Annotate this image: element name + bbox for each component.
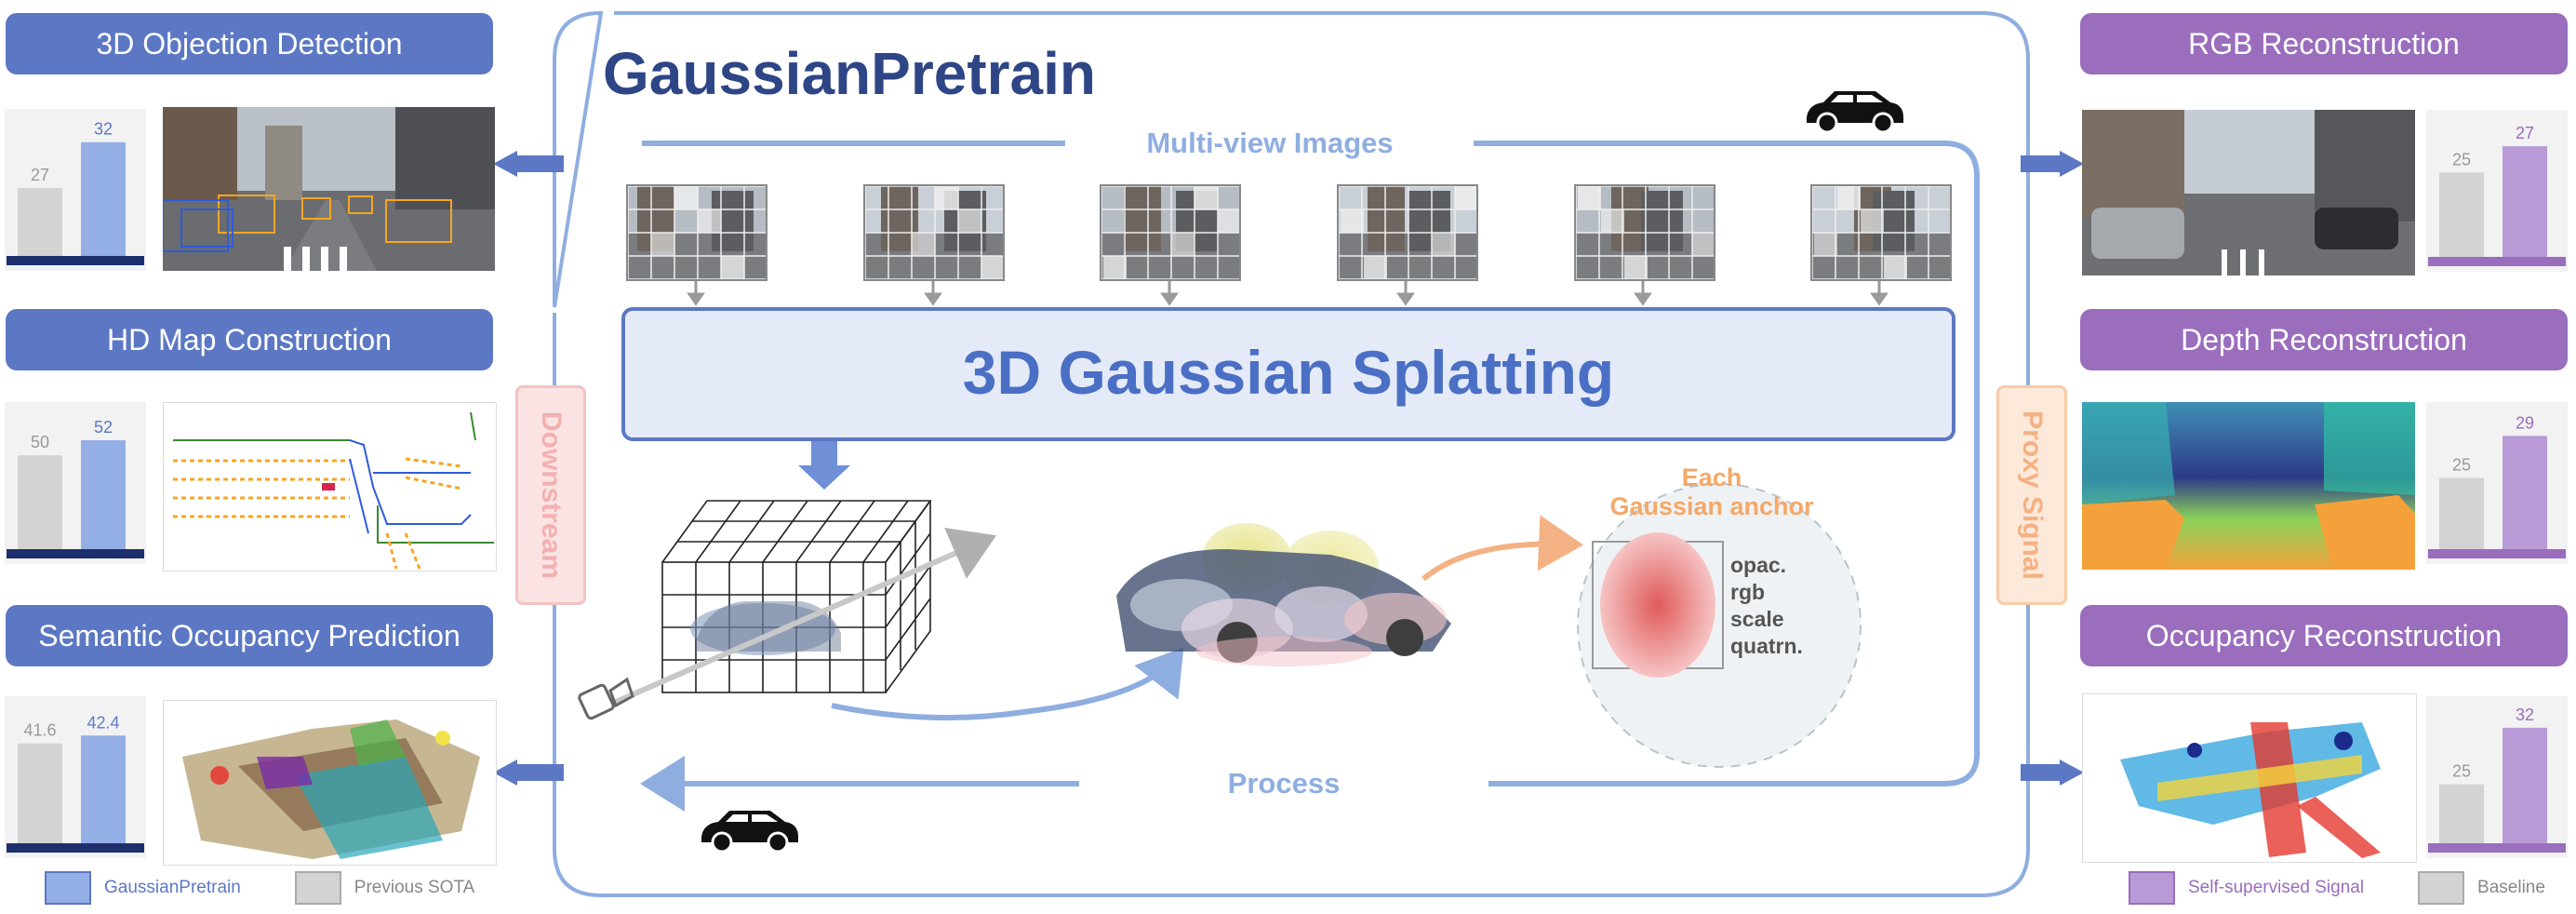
bar-ours: [81, 735, 126, 843]
task-label-semantic-occupancy: Semantic Occupancy Prediction: [6, 605, 493, 666]
bar-baseline: [2439, 172, 2484, 257]
hd-map-image: [163, 402, 497, 571]
bar-ours: [2503, 727, 2547, 843]
car-icon: [1807, 91, 1903, 134]
bar-baseline: [2439, 784, 2484, 843]
bar-ours: [81, 440, 126, 549]
chart-baseline: [2428, 257, 2566, 266]
page-title: GaussianPretrain: [603, 40, 1096, 107]
depth-image: [2082, 402, 2415, 570]
chart-baseline: [7, 256, 144, 265]
multiview-image: [1100, 184, 1241, 281]
multiview-image: [1810, 184, 1952, 281]
value-label-ours: 32: [94, 120, 113, 139]
bar-baseline: [2439, 477, 2484, 549]
chart-baseline: [7, 549, 144, 558]
legend-swatch-self-supervised: [2129, 871, 2175, 905]
bar-baseline: [18, 187, 62, 256]
task-label-hd-map: HD Map Construction: [6, 309, 493, 370]
camera-icon: [578, 677, 634, 720]
semantic-occupancy-image: [163, 700, 497, 866]
legend-label-ours: GaussianPretrain: [104, 878, 241, 897]
legend-swatch-prev: [294, 871, 341, 905]
rgb-image: [2082, 110, 2415, 276]
detection-image: [163, 107, 495, 271]
task-label-depth-reconstruction: Depth Reconstruction: [2080, 309, 2568, 370]
attr-quaternion: quatrn.: [1730, 634, 1803, 658]
comparison-chart-left-1: 50 52: [5, 402, 146, 564]
anchor-attrs: opac. rgb scale quatrn.: [1730, 552, 1803, 660]
task-label-occupancy-reconstruction: Occupancy Reconstruction: [2080, 605, 2568, 666]
downstream-badge: Downstream: [515, 385, 586, 605]
occupancy-image: [2082, 693, 2417, 863]
comparison-chart-left-0: 27 32: [5, 109, 146, 271]
value-label-ours: 32: [2516, 706, 2534, 724]
multiview-image: [1574, 184, 1715, 281]
splat-label: 3D Gaussian Splatting: [962, 338, 1615, 407]
value-label-baseline: 25: [2452, 150, 2471, 168]
legend-label-baseline: Baseline: [2477, 878, 2545, 897]
legend-swatch-ours: [45, 871, 91, 905]
value-label-ours: 42.4: [87, 713, 119, 732]
task-label-rgb-reconstruction: RGB Reconstruction: [2080, 13, 2568, 74]
legend-label-prev: Previous SOTA: [354, 878, 475, 897]
bar-ours: [81, 141, 126, 256]
comparison-chart-right-1: 25 29: [2426, 402, 2568, 564]
attr-scale: scale: [1730, 607, 1784, 631]
value-label-baseline: 41.6: [23, 721, 56, 740]
gaussian-car: [1116, 523, 1451, 666]
value-label-baseline: 50: [31, 433, 49, 451]
value-label-baseline: 27: [31, 166, 49, 184]
bar-ours: [2503, 436, 2547, 549]
attr-opacity: opac.: [1730, 553, 1787, 577]
legend-right: Self-supervised Signal Baseline: [2129, 871, 2545, 905]
bar-baseline: [18, 455, 62, 549]
multiview-image: [1337, 184, 1478, 281]
legend-swatch-baseline: [2418, 871, 2465, 905]
legend-label-self-supervised: Self-supervised Signal: [2188, 878, 2365, 897]
chart-baseline: [7, 843, 144, 853]
chart-baseline: [2428, 843, 2566, 853]
comparison-chart-right-0: 25 27: [2426, 110, 2568, 272]
multiview-label: Multi-view Images: [1146, 127, 1394, 159]
proxy-signal-badge: Proxy Signal: [1996, 385, 2067, 605]
process-label: Process: [1227, 767, 1341, 800]
multiview-image: [626, 184, 767, 281]
value-label-baseline: 25: [2452, 456, 2471, 475]
anchor-label: Each Gaussian anchor: [1572, 464, 1851, 521]
comparison-chart-left-2: 41.6 42.4: [5, 696, 146, 858]
car-icon: [701, 811, 798, 854]
value-label-ours: 29: [2516, 413, 2534, 432]
proxy-signal-label: Proxy Signal: [2017, 410, 2049, 580]
task-label-3d-detection: 3D Objection Detection: [6, 13, 493, 74]
multiview-image: [863, 184, 1005, 281]
comparison-chart-right-2: 25 32: [2426, 696, 2568, 858]
anchor-label-line2: Gaussian anchor: [1609, 492, 1814, 520]
anchor-label-line1: Each: [1681, 464, 1742, 491]
bar-baseline: [18, 743, 62, 843]
attr-rgb: rgb: [1730, 580, 1766, 604]
value-label-baseline: 25: [2452, 762, 2471, 781]
legend-left: GaussianPretrain Previous SOTA: [45, 871, 474, 905]
value-label-ours: 52: [94, 418, 113, 437]
downstream-label: Downstream: [536, 410, 567, 580]
chart-baseline: [2428, 549, 2566, 558]
value-label-ours: 27: [2516, 124, 2534, 142]
bar-ours: [2503, 146, 2547, 257]
